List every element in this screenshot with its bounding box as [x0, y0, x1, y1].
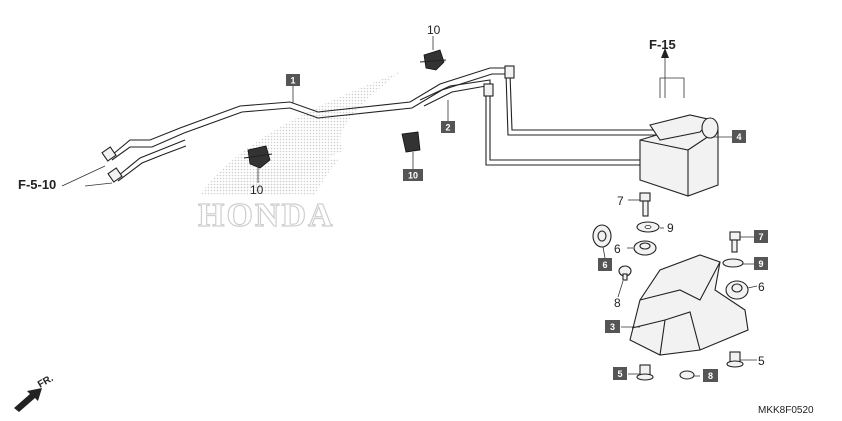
- label-7: 7: [617, 194, 624, 208]
- callout-box-1[interactable]: 1: [286, 74, 300, 86]
- bolt-7-right[interactable]: [729, 231, 741, 253]
- washer-9-right[interactable]: [722, 258, 744, 268]
- callout-box-9[interactable]: 9: [754, 257, 768, 270]
- svg-text:8: 8: [708, 371, 713, 381]
- collar-5-left[interactable]: [636, 364, 654, 381]
- grommet-6-top-left[interactable]: [592, 224, 612, 248]
- arrow-up-icon: [661, 48, 669, 58]
- callout-box-10[interactable]: 10: [403, 169, 423, 181]
- label-8: 8: [614, 296, 621, 310]
- pipe-clamp-mid[interactable]: [401, 131, 421, 153]
- pipe-fitting-left-lower: [107, 167, 123, 183]
- pipe-clamp-left[interactable]: [243, 145, 273, 169]
- pipe-fitting-left-upper: [101, 146, 117, 162]
- svg-text:6: 6: [602, 260, 607, 270]
- label-6-top: 6: [614, 242, 621, 256]
- callout-box-2[interactable]: 2: [441, 121, 455, 133]
- front-direction-label: FR.: [36, 373, 56, 391]
- front-direction-arrow-icon: [14, 388, 42, 412]
- callout-box-4[interactable]: 4: [732, 130, 746, 143]
- grommet-6-top[interactable]: [633, 240, 657, 256]
- pipe-fitting-right-a: [483, 83, 494, 97]
- label-10-left: 10: [250, 183, 264, 197]
- svg-text:1: 1: [290, 76, 295, 86]
- label-5: 5: [758, 354, 765, 368]
- honda-wing-watermark: [200, 72, 400, 195]
- svg-text:7: 7: [758, 232, 763, 242]
- bolt-7-top[interactable]: [639, 192, 651, 217]
- collar-5-right[interactable]: [726, 351, 744, 368]
- callout-box-7[interactable]: 7: [754, 230, 768, 243]
- screw-8-left[interactable]: [618, 265, 632, 281]
- svg-text:10: 10: [408, 171, 418, 181]
- callout-box-3[interactable]: 3: [605, 320, 620, 333]
- callout-box-8[interactable]: 8: [703, 369, 718, 382]
- svg-text:5: 5: [617, 369, 622, 379]
- reference-f5-10[interactable]: F-5-10: [18, 177, 56, 192]
- pipe-fitting-right-b: [504, 65, 515, 79]
- label-6-right: 6: [758, 280, 765, 294]
- washer-9-top[interactable]: [636, 221, 660, 233]
- label-9: 9: [667, 221, 674, 235]
- grommet-6-right[interactable]: [725, 280, 749, 300]
- abs-modulator[interactable]: [639, 114, 719, 197]
- svg-text:2: 2: [445, 123, 450, 133]
- svg-text:9: 9: [758, 259, 763, 269]
- svg-text:4: 4: [736, 132, 741, 142]
- label-10-top: 10: [427, 23, 441, 37]
- callout-box-6[interactable]: 6: [598, 258, 612, 271]
- callout-box-5[interactable]: 5: [613, 367, 627, 380]
- svg-text:3: 3: [610, 322, 615, 332]
- screw-8-bottom[interactable]: [679, 370, 695, 380]
- reference-f15[interactable]: F-15: [649, 37, 676, 52]
- pipe-clamp-top[interactable]: [419, 49, 447, 71]
- honda-watermark-text: HONDA: [198, 197, 335, 234]
- abs-bracket[interactable]: [629, 254, 749, 356]
- diagram-code: MKK8F0520: [758, 405, 814, 416]
